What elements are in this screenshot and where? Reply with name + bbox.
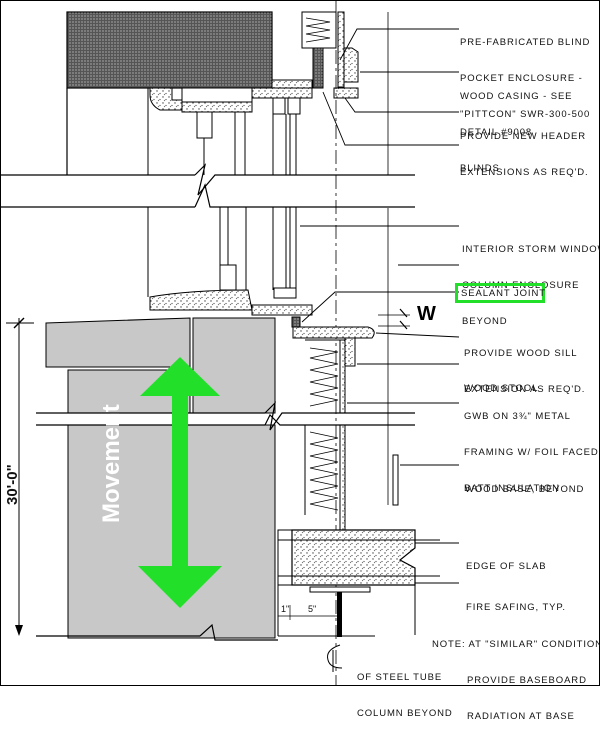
dimension-tick [13, 317, 25, 329]
callout-wood-casing: WOOD CASING - SEE DETAIL #9008 [460, 67, 572, 151]
callout-line: EXTENSIONS AS REQ'D. [460, 167, 589, 178]
header-trim [271, 79, 313, 89]
blind-slats [312, 47, 324, 89]
batt-insulation [309, 431, 339, 511]
callout-edge-of-slab: EDGE OF SLAB [466, 537, 547, 585]
storm-head [287, 97, 301, 115]
wood-base [392, 454, 399, 506]
w-dimension-label: W [417, 303, 436, 325]
blind-pocket [301, 11, 337, 49]
callout-line: WOOD BASE, BEYOND [465, 484, 585, 495]
callout-line: GWB ON 3¾" METAL [464, 411, 571, 422]
centerline-label: OF STEEL TUBE COLUMN BEYOND [357, 648, 453, 732]
height-dimension-label: 30'-0" [4, 464, 21, 505]
callout-line: FRAMING W/ FOIL FACED [464, 447, 599, 458]
sealant-bead [291, 316, 301, 328]
gwb [339, 339, 346, 414]
callout-wood-base: WOOD BASE, BEYOND [465, 460, 584, 508]
centerline-label-line: OF STEEL TUBE [357, 672, 443, 683]
callout-line: BATT INSULATION [464, 483, 560, 494]
callout-line: PRE-FABRICATED BLIND [460, 37, 591, 48]
stone-header [66, 11, 273, 89]
callout-line: BLINDS [460, 163, 500, 174]
head-extension [251, 87, 313, 99]
callout-blinds: BLINDS [460, 139, 500, 187]
sealant-joint-highlight: SEALANT JOINT [455, 283, 545, 303]
wood-stool [344, 337, 356, 367]
interior-sill [149, 289, 253, 311]
callout-line: WOOD CASING - SEE [460, 91, 573, 102]
callout-gwb: GWB ON 3¾" METAL FRAMING W/ FOIL FACED B… [464, 387, 599, 507]
callout-header-extensions: PROVIDE NEW HEADER EXTENSIONS AS REQ'D. [460, 107, 589, 191]
note-line: PROVIDE BASEBOARD [467, 675, 587, 686]
callout-line: BEYOND [462, 316, 508, 327]
callout-line: WOOD STOOL [464, 383, 539, 394]
movement-label: Movement [98, 404, 125, 523]
batt-insulation [309, 347, 339, 407]
note-line: RADIATION AT BASE [467, 711, 575, 722]
callout-line: EDGE OF SLAB [466, 561, 547, 572]
note-block: NOTE: AT "SIMILAR" CONDITION, PROVIDE BA… [432, 615, 600, 735]
bottom-rail [219, 264, 237, 291]
callout-blind-pocket: PRE-FABRICATED BLIND POCKET ENCLOSURE - … [460, 13, 590, 133]
fire-safing [277, 529, 293, 586]
dimension-1in-label: 1" [281, 604, 290, 614]
break-line [264, 413, 415, 426]
callout-line: PROVIDE WOOD SILL [464, 348, 578, 359]
edge-of-slab [291, 529, 416, 586]
sill-extension-inner [251, 304, 313, 316]
callout-storm-window: INTERIOR STORM WINDOW [462, 220, 600, 268]
break-line [194, 183, 415, 208]
storm-sill [273, 287, 297, 299]
wood-sill-extension [292, 326, 375, 339]
header-extension-piece [333, 87, 359, 99]
masonry-block [192, 317, 276, 414]
break-line [199, 623, 278, 641]
dimension-arrowhead [15, 625, 23, 636]
callout-fire-safing: FIRE SAFING, TYP. [466, 578, 566, 626]
blind-rod [196, 111, 213, 139]
callout-sill-extension: PROVIDE WOOD SILL EXTENSION AS REQ'D. [464, 324, 585, 408]
centerline-label-line: COLUMN BEYOND [357, 708, 453, 719]
callout-line: FIRE SAFING, TYP. [466, 602, 566, 613]
wood-casing [343, 47, 359, 83]
gwb [339, 424, 346, 531]
masonry-block [45, 317, 191, 368]
steel-plate [309, 586, 371, 593]
section-drawing [0, 0, 460, 686]
callout-sealant-joint: SEALANT JOINT [461, 288, 546, 299]
callout-wood-stool: WOOD STOOL [464, 359, 538, 407]
break-line [194, 163, 415, 196]
movement-arrow [138, 357, 222, 608]
callout-line: INTERIOR STORM WINDOW [462, 244, 600, 255]
callout-line: PROVIDE NEW HEADER [460, 131, 586, 142]
dimension-5in-label: 5" [308, 604, 317, 614]
callout-line: "PITTCON" SWR-300-500 [460, 109, 591, 120]
callout-line: EXTENSION AS REQ'D. [464, 384, 586, 395]
centerline-symbol [327, 644, 343, 669]
break-line [264, 401, 415, 431]
masonry-block [67, 424, 276, 639]
note-line: NOTE: AT "SIMILAR" CONDITION, [432, 639, 600, 650]
callout-line: POCKET ENCLOSURE - [460, 73, 583, 84]
head-casing [149, 87, 186, 111]
leader-lines [300, 28, 460, 584]
callout-line: DETAIL #9008 [460, 127, 533, 138]
casing-strip [337, 11, 345, 88]
storm-head [272, 97, 286, 115]
w-dimension-ticks [399, 308, 408, 330]
blind-stack [305, 17, 331, 43]
head-box-bottom [181, 101, 253, 113]
steel-tube-web [337, 592, 342, 637]
